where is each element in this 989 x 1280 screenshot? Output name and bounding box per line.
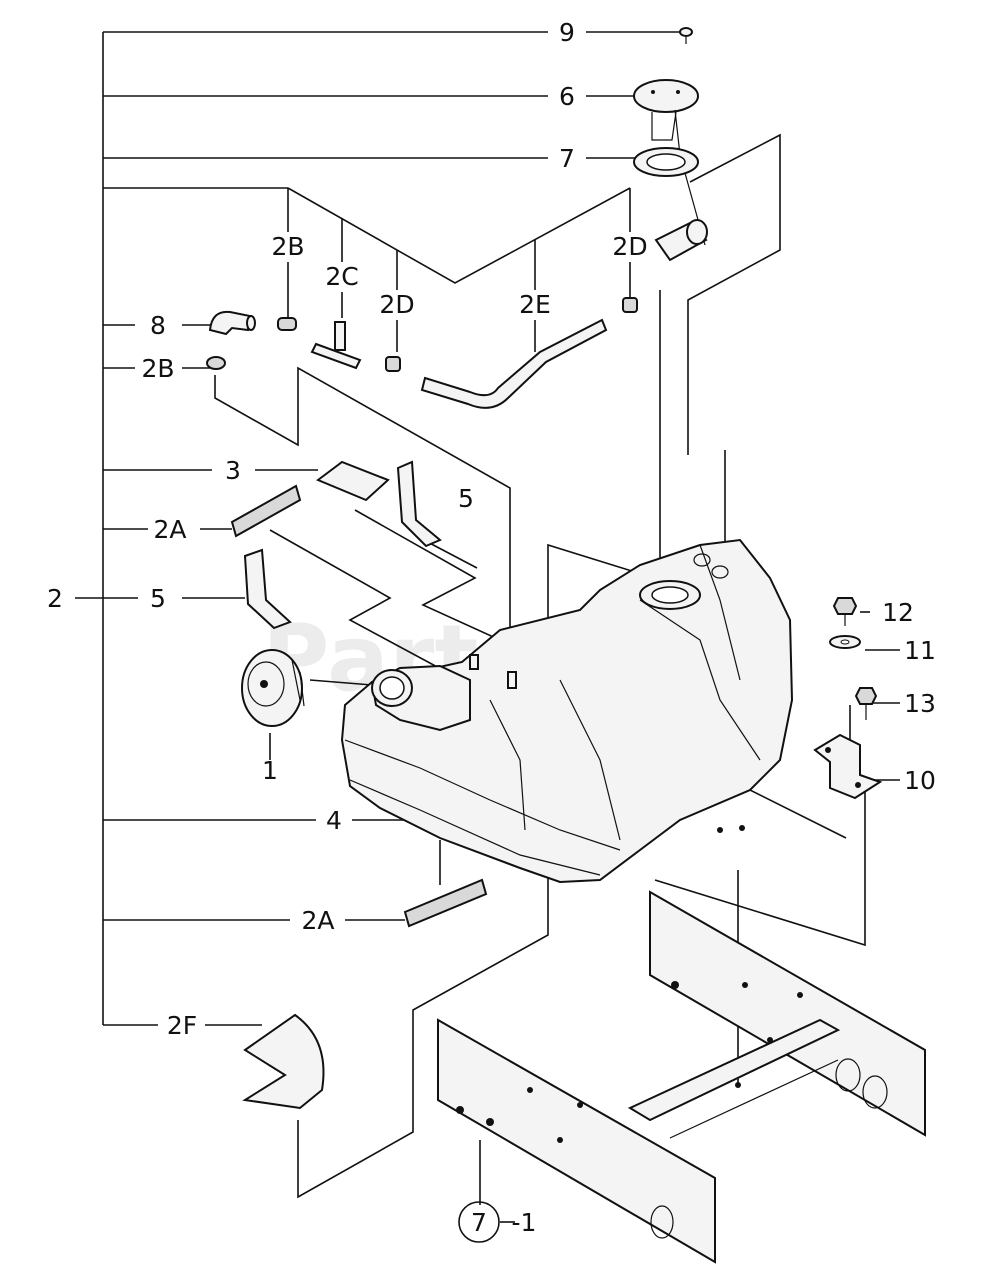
clamp-part-2b-left: [206, 356, 226, 370]
pad-part-3: [316, 460, 390, 502]
elbow-hose-part-8: [208, 310, 256, 336]
screw-part-9: [679, 27, 693, 44]
callout-2f: 2F: [167, 1011, 197, 1040]
callout-1: 1: [262, 756, 278, 785]
hose-group-leaders: [214, 187, 631, 680]
fuel-tank-part-4: [340, 538, 794, 884]
callout-10: 10: [904, 766, 936, 795]
callout-5-top: 5: [458, 484, 474, 513]
strap-part-5-left: [243, 548, 292, 630]
clamp-part-2d-right: [622, 297, 638, 313]
callout-2a-top: 2A: [153, 515, 186, 544]
tee-fitting-part-2c: [310, 321, 362, 370]
gasket-part-7: [633, 147, 699, 177]
fuel-hose-part-2e: [420, 318, 608, 409]
pad-part-2a-top: [230, 484, 302, 538]
callout-8: 8: [150, 311, 166, 340]
pad-part-2a-bottom: [403, 878, 488, 928]
shield-part-2f: [242, 1013, 325, 1110]
callout-7-1-number: 7: [471, 1208, 487, 1237]
fuel-float: [654, 219, 708, 262]
callout-2: 2: [47, 584, 63, 613]
pad-leaders: [269, 509, 501, 760]
clamp-part-2d-left: [385, 356, 401, 372]
bolt-part-12: [832, 597, 858, 626]
callout-4: 4: [326, 806, 342, 835]
callout-11: 11: [904, 636, 936, 665]
strap-part-5-top: [396, 460, 442, 548]
bolt-part-13: [854, 687, 878, 720]
callout-7-1-suffix: -1: [512, 1208, 537, 1237]
callout-2c: 2C: [325, 262, 358, 291]
callout-circle-7-1: [458, 1201, 500, 1243]
callout-2a-bottom: 2A: [301, 906, 334, 935]
clamp-part-2b-top: [277, 317, 297, 331]
frame-part-7-1: [437, 890, 926, 1264]
washer-part-11: [829, 635, 861, 649]
sender-leaders: [659, 133, 781, 560]
callout-3: 3: [225, 456, 241, 485]
fuel-cap-part-1: [241, 649, 305, 727]
callout-2b-left: 2B: [141, 354, 174, 383]
bracket-part-10: [813, 733, 883, 800]
callout-2b-top: 2B: [271, 232, 304, 261]
callout-7: 7: [559, 144, 575, 173]
callout-13: 13: [904, 689, 936, 718]
callout-2e: 2E: [519, 290, 551, 319]
callout-9: 9: [559, 18, 575, 47]
callout-6: 6: [559, 82, 575, 111]
callout-5-left: 5: [150, 584, 166, 613]
callout-12: 12: [882, 598, 914, 627]
callout-labels: 9 6 7 2B 2C 2D 2E 2D 8 2B 3 5 2A 2 5 1 1…: [47, 18, 936, 1237]
callout-2d-left: 2D: [379, 290, 414, 319]
callout-2d-right: 2D: [612, 232, 647, 261]
